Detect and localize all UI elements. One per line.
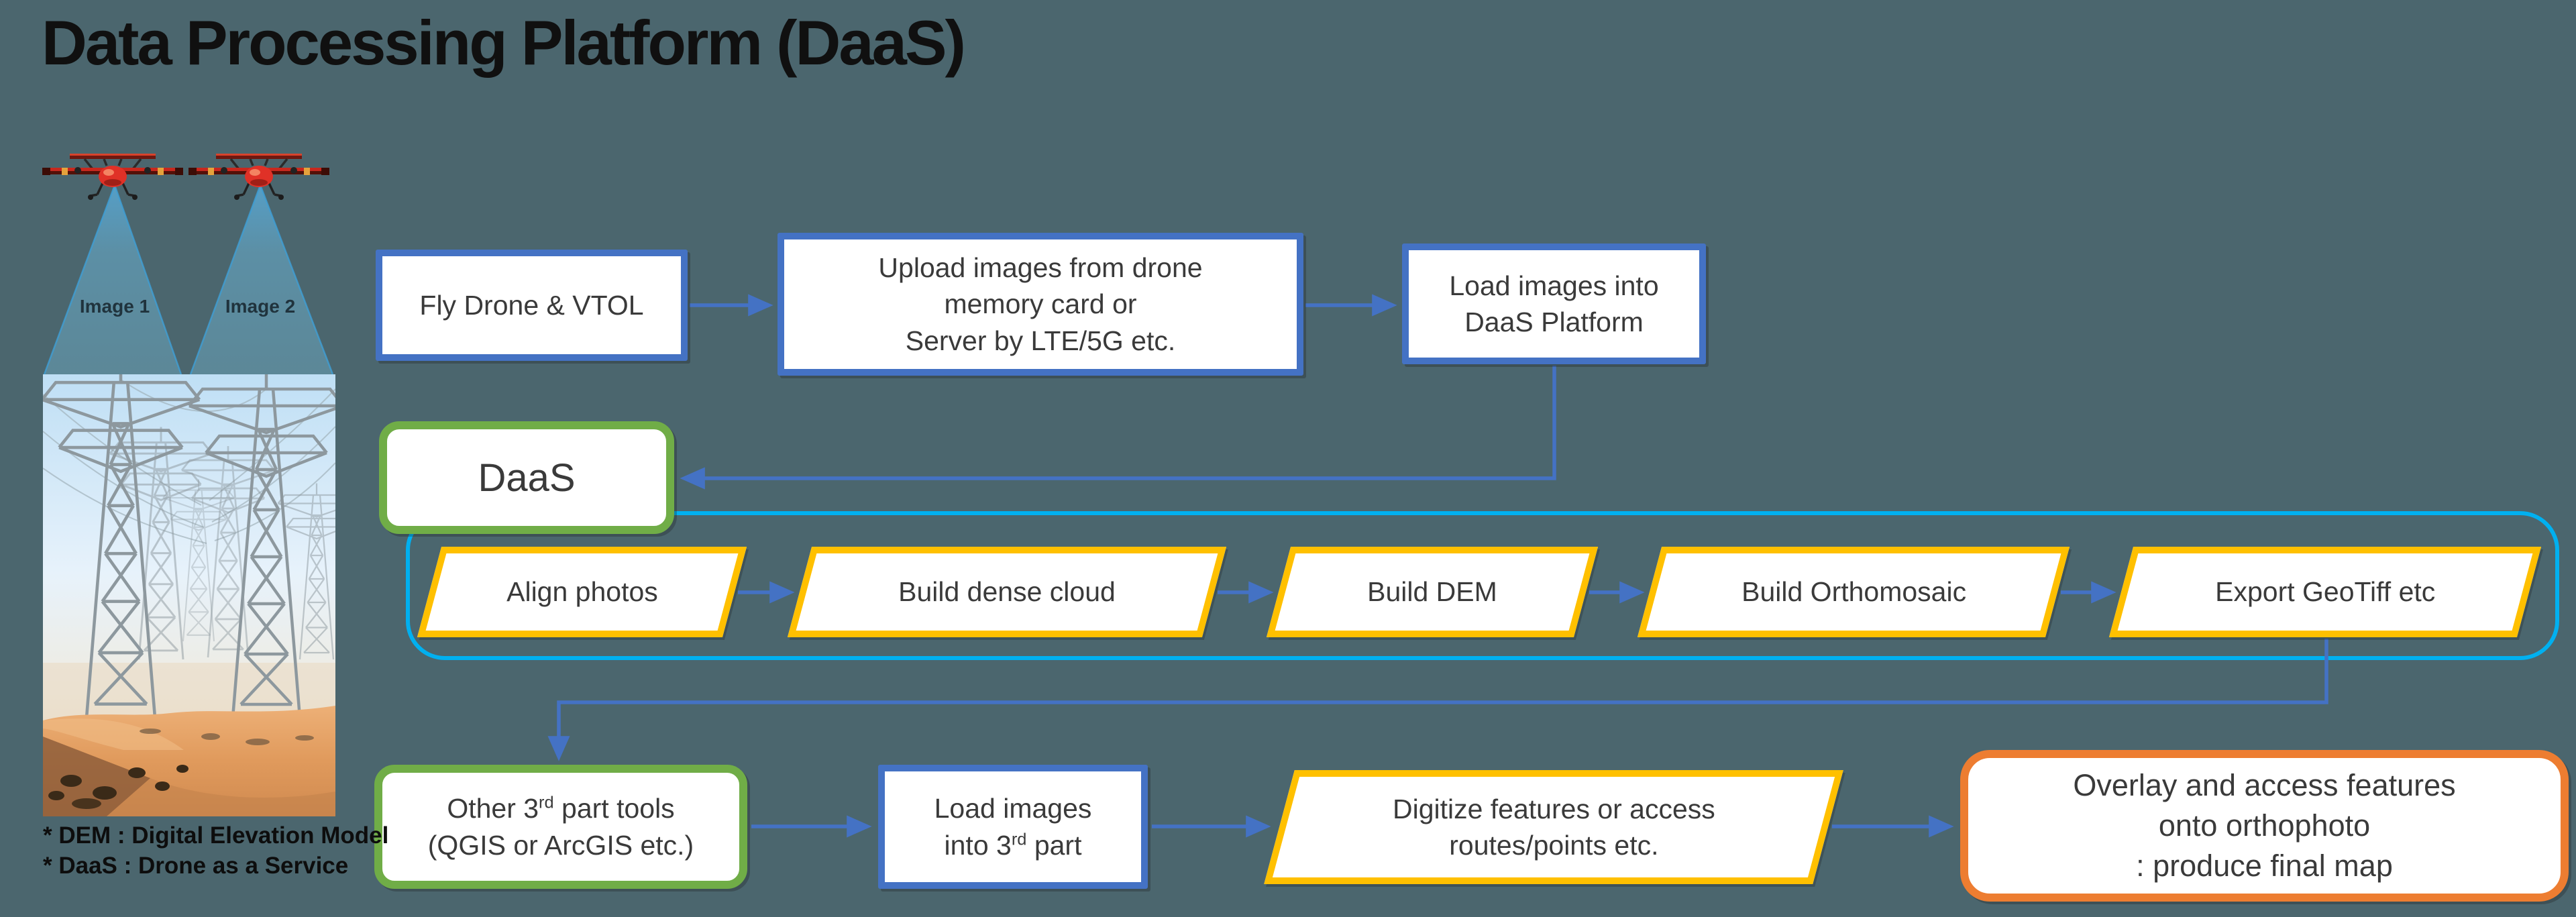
node-upload-images: Upload images from drone memory card or … [777,233,1303,376]
node-build-orthomosaic: Build Orthomosaic [1637,547,2070,637]
footnote-dem: * DEM : Digital Elevation Model [43,822,389,849]
daas-pipeline-frame [406,511,2559,660]
node-export-geotiff: Export GeoTiff etc [2108,547,2542,637]
node-align-photos: Align photos [417,547,747,637]
node-build-dem: Build DEM [1266,547,1599,637]
camera-cone-2 [189,184,334,375]
node-other-3rd-party-tools: Other 3rd part tools (QGIS or ArcGIS etc… [374,765,747,889]
node-overlay-final-map: Overlay and access features onto orthoph… [1960,750,2569,902]
camera-cone-1 [43,184,182,375]
node-daas: DaaS [379,421,674,534]
node-load-images-daas: Load images into DaaS Platform [1402,244,1706,364]
cone-label-image1: Image 1 [80,296,150,317]
footnote-daas: * DaaS : Drone as a Service [43,852,349,879]
node-load-images-3rd-party: Load images into 3rd part [878,765,1148,889]
page-title: Data Processing Platform (DaaS) [42,7,966,78]
node-digitize-features: Digitize features or access routes/point… [1264,770,1843,884]
footnotes: * DEM : Digital Elevation Model * DaaS :… [43,821,388,881]
aerial-photo [43,374,335,816]
node-fly-drone: Fly Drone & VTOL [376,250,688,361]
node-build-dense-cloud: Build dense cloud [787,547,1227,637]
cone-label-image2: Image 2 [225,296,295,317]
desert-bushes [48,765,189,809]
drone-survey-illustration: Image 1 Image 2 [41,152,335,816]
